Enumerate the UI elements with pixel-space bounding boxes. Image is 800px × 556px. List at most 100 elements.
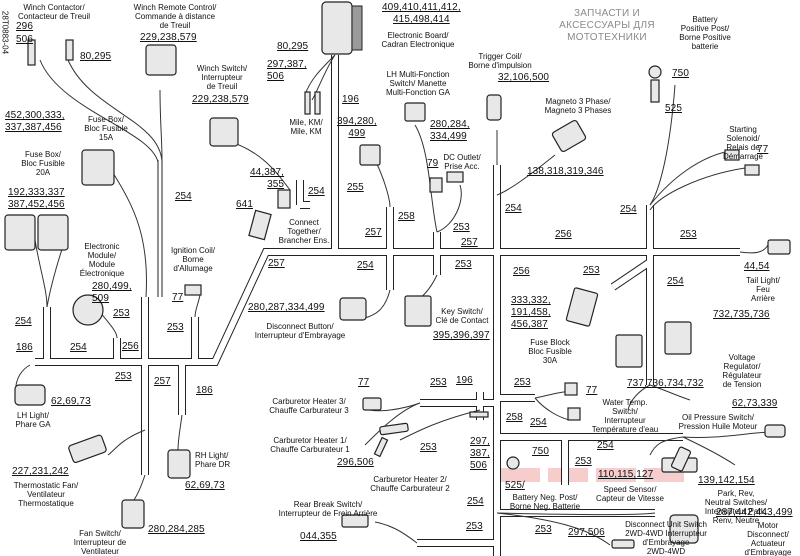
part-number: 452,300,333, 337,387,456 bbox=[5, 110, 65, 133]
wire-number: 254 bbox=[175, 191, 192, 202]
motor-disconnect-icon bbox=[669, 514, 699, 544]
speed-sensor-icon bbox=[670, 446, 692, 472]
lh-multi-switch-connector-b-icon bbox=[404, 102, 426, 122]
fuse-block-30a-label: Fuse Block Bloc Fusible 30A bbox=[528, 338, 572, 365]
wire-number: 254 bbox=[308, 186, 325, 197]
watermark-logo bbox=[500, 468, 684, 482]
dc-outlet-connector-icon bbox=[446, 171, 464, 183]
part-number: 297, 387, 506 bbox=[470, 436, 490, 471]
electronic-module-connector-icon bbox=[72, 294, 104, 326]
magneto-label: Magneto 3 Phase/ Magneto 3 Phases bbox=[544, 97, 612, 115]
part-number: 296,506 bbox=[337, 457, 374, 468]
starting-solenoid-label: Starting Solenoid/ Relais de Démarrage bbox=[722, 125, 763, 161]
wire-number: 253 bbox=[583, 265, 600, 276]
part-number: 044,355 bbox=[300, 531, 337, 542]
carb-heater-3-connector-icon bbox=[362, 397, 382, 411]
mile-km-label: Mile, KM/ Mile, KM bbox=[289, 118, 323, 136]
part-number: 280,284, 334,499 bbox=[430, 119, 470, 142]
wire-number: 253 bbox=[514, 377, 531, 388]
water-temp-connector-icon bbox=[564, 382, 578, 396]
rh-light-label: RH Light/ Phare DR bbox=[195, 451, 231, 469]
fuse-box-20a-icon bbox=[4, 214, 36, 251]
part-number: 750 bbox=[672, 68, 689, 79]
part-number: 80,295 bbox=[277, 41, 309, 52]
battery-positive-terminal-icon bbox=[648, 65, 662, 79]
winch-contactor-terminal-icon bbox=[65, 39, 74, 61]
tail-light-connector-icon bbox=[767, 239, 791, 255]
water-temp-connector-icon bbox=[567, 407, 581, 421]
key-switch-icon bbox=[404, 295, 432, 327]
speed-sensor-label: Speed Sensor/ Capteur de Vitesse bbox=[596, 485, 664, 503]
part-number: 525/ bbox=[505, 480, 525, 491]
fan-switch-connector-icon bbox=[121, 499, 145, 529]
part-number: 139,142,154 bbox=[698, 475, 755, 486]
watermark-logo-block bbox=[500, 468, 540, 482]
part-number: 77 bbox=[172, 292, 184, 303]
wire-number: 253 bbox=[430, 377, 447, 388]
part-number: 296 bbox=[16, 21, 33, 32]
magneto-connector-icon bbox=[551, 119, 587, 153]
fuse-box-20a-icon bbox=[37, 214, 69, 251]
trigger-coil-label: Trigger Coil/ Borne d'impulsion bbox=[468, 52, 532, 70]
trigger-coil-connector-icon bbox=[486, 94, 502, 121]
wire-number: 255 bbox=[347, 182, 364, 193]
ignition-coil-label: Ignition Coil/ Borne d'Allumage bbox=[170, 246, 216, 273]
part-number: 138,318,319,346 bbox=[527, 166, 604, 177]
carb-heater-2-terminal-icon bbox=[469, 411, 489, 418]
wire-number: 253 bbox=[115, 371, 132, 382]
fuse-box-15a-label: Fuse Box/ Bloc Fusible 15A bbox=[84, 115, 128, 142]
wire-number: 253 bbox=[455, 259, 472, 270]
part-number: 196 bbox=[342, 94, 359, 105]
battery-negative-terminal-icon bbox=[506, 456, 520, 470]
part-number: 32,106,500 bbox=[498, 72, 550, 83]
lh-multi-function-label: LH Multi-Fonction Switch/ Manette Multi-… bbox=[385, 70, 451, 97]
part-number: 394,280, 499 bbox=[337, 116, 377, 139]
part-number: 333,332, 191,458, 456,387 bbox=[511, 295, 551, 330]
part-number: 409,410,411,412, 415,498,414 bbox=[382, 2, 461, 25]
oil-pressure-switch-icon bbox=[764, 424, 786, 438]
disconnect-button-icon bbox=[339, 297, 367, 321]
battery-positive-sleeve-icon bbox=[650, 79, 660, 103]
part-number: 732,735,736 bbox=[713, 309, 770, 320]
fuse-block-30a-icon bbox=[565, 287, 599, 327]
wire-number: 254 bbox=[530, 417, 547, 428]
lh-light-connector-icon bbox=[14, 384, 46, 406]
voltage-regulator-label: Voltage Regulator/ Régulateur de Tension bbox=[722, 353, 762, 389]
part-number: 506 bbox=[16, 34, 33, 45]
watermark-text: ЗАПЧАСТИ И АКСЕССУАРЫ ДЛЯ МОТОТЕХНИКИ bbox=[559, 8, 655, 43]
wire-number: 254 bbox=[505, 203, 522, 214]
part-number: 80,295 bbox=[80, 51, 112, 62]
rear-brake-switch-label: Rear Break Switch/ Interrupteur de Frein… bbox=[278, 500, 378, 518]
part-number: 297,506 bbox=[568, 527, 605, 538]
part-number: 44,54 bbox=[744, 261, 770, 272]
carb-heater-2-label: Carburetor Heater 2/ Chauffe Carburateur… bbox=[370, 475, 450, 493]
disconnect-button-label: Disconnect Button/ Interrupteur d'Embray… bbox=[254, 322, 346, 340]
ignition-coil-connector-icon bbox=[184, 284, 202, 296]
part-number: 229,238,579 bbox=[192, 94, 249, 105]
fan-switch-label: Fan Switch/ Interrupteur de Ventilateur bbox=[73, 529, 127, 556]
part-number: 750 bbox=[532, 446, 549, 457]
mile-km-terminal-icon bbox=[314, 91, 321, 115]
voltage-regulator-connector-icon bbox=[664, 321, 692, 355]
part-number: 737,736,734,732 bbox=[627, 378, 704, 389]
connect-together-connector-icon bbox=[248, 209, 272, 241]
part-number: 280,287,334,499 bbox=[248, 302, 325, 313]
part-number: 62,69,73 bbox=[51, 396, 91, 407]
fuse-box-15a-icon bbox=[81, 149, 115, 186]
carb-heater-sleeve-icon bbox=[379, 422, 409, 436]
carb-heater-1-terminal-icon bbox=[373, 436, 389, 458]
voltage-regulator-connector-icon bbox=[615, 334, 643, 368]
battery-positive-label: Battery Positive Post/ Borne Positive ba… bbox=[679, 15, 731, 51]
wire-number: 253 bbox=[466, 521, 483, 532]
part-number: 110,115,127 bbox=[598, 469, 654, 480]
part-number: 280,499, 509 bbox=[92, 281, 132, 304]
part-number: 62,73,339 bbox=[732, 398, 778, 409]
part-number: 395,396,397 bbox=[433, 330, 490, 341]
component-icons bbox=[4, 1, 791, 549]
winch-switch-connector-icon bbox=[209, 117, 239, 147]
carb-heater-3-label: Carburetor Heater 3/ Chauffe Carburateur… bbox=[269, 397, 349, 415]
wire-number: 253 bbox=[420, 442, 437, 453]
part-number: 62,69,73 bbox=[185, 480, 225, 491]
wire-number: 257 bbox=[268, 258, 285, 269]
wire-number: 254 bbox=[15, 316, 32, 327]
